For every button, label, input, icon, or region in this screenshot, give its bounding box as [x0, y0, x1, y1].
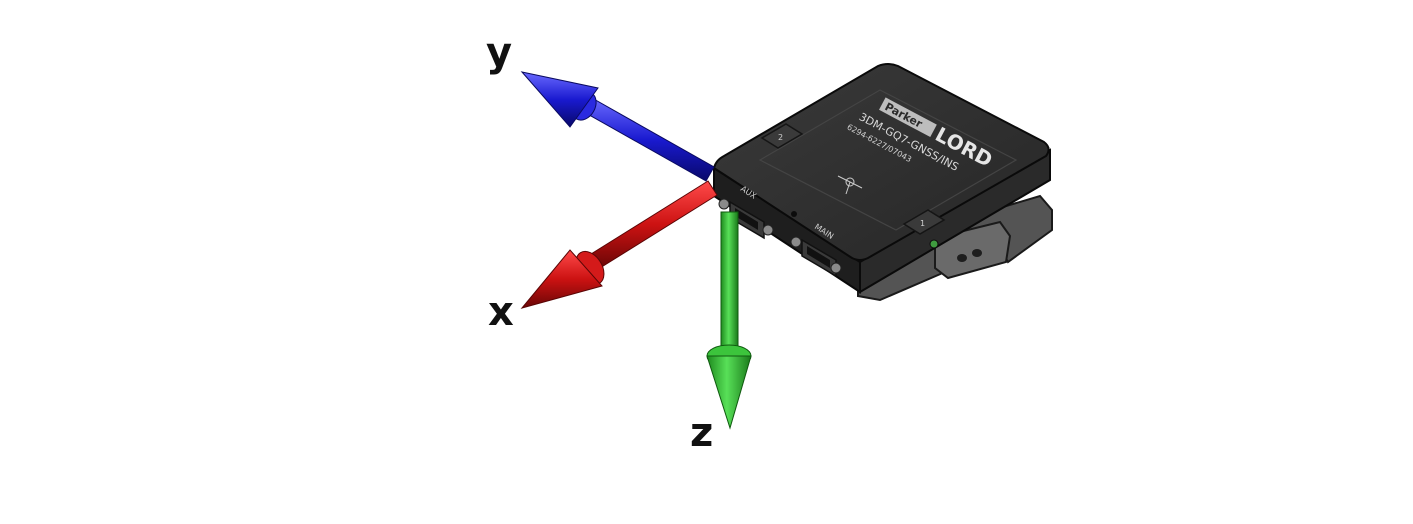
y-axis-label: y [486, 30, 512, 76]
reset-hole [791, 211, 797, 217]
x-axis-label: x [488, 289, 514, 335]
device-top-face [712, 63, 1050, 261]
mount-hole [957, 254, 967, 262]
jack-screw [762, 224, 774, 236]
imu-device: 2 1 Parker LORD 3DM-GQ7-GNSS/INS 6294-62… [712, 63, 1053, 302]
x-axis-arrow [520, 180, 718, 309]
parker-logo [879, 97, 937, 138]
z-axis-arrow [706, 211, 752, 430]
antenna-label-2: 2 [778, 133, 783, 142]
antenna-connector-1: 1 [902, 209, 946, 235]
antenna-label-1: 1 [920, 219, 925, 228]
jack-screw [830, 262, 842, 274]
status-led [929, 239, 939, 249]
mount-hole [972, 249, 982, 257]
z-axis-label: z [690, 410, 713, 456]
antenna-connector-2: 2 [760, 123, 804, 149]
jack-screw [790, 236, 802, 248]
jack-screw [718, 198, 730, 210]
y-axis-arrow [520, 71, 715, 182]
orientation-glyph-icon [837, 175, 863, 195]
